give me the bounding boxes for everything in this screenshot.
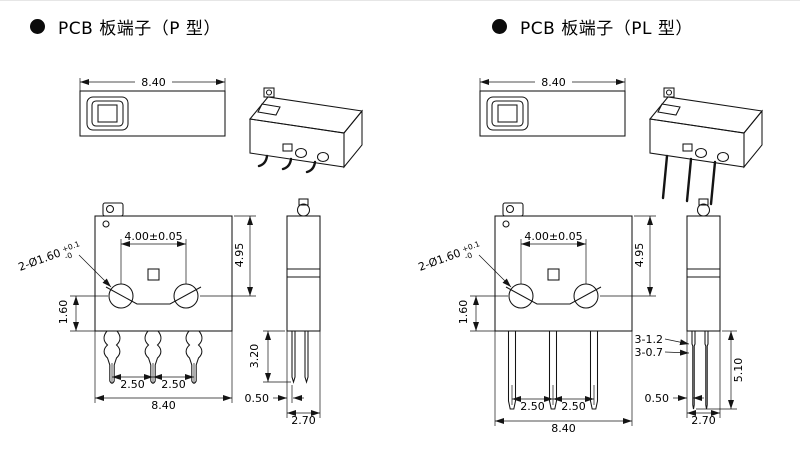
- dim-pitch-a: 2.50: [520, 400, 545, 413]
- pl-iso-pin: [661, 154, 669, 200]
- pl-isometric-view: [649, 87, 763, 206]
- section-header-p: PCB 板端子（P 型）: [30, 14, 221, 39]
- pl-top-outline: [479, 90, 626, 137]
- p-side-pin: [291, 330, 296, 384]
- dim-pitch-b: 2.50: [561, 400, 586, 413]
- dim-overall-width: 8.40: [151, 399, 176, 412]
- section-bullet-icon: [30, 19, 45, 34]
- p-side-body: [286, 215, 321, 332]
- pl-mount-hole-right: [573, 283, 599, 309]
- pl-iso-pin: [685, 157, 693, 203]
- section-title-p: PCB 板端子（P 型）: [58, 19, 221, 39]
- technical-drawing-canvas: 8.40: [17, 76, 763, 435]
- p-top-view: 8.40: [79, 76, 226, 137]
- dim-pitch-a: 2.50: [120, 378, 145, 391]
- dim-pin-thickness: 3-0.7: [635, 346, 663, 359]
- pl-side-view: 3-1.2 3-0.7 5.10 0.50 2.70: [635, 198, 745, 427]
- pl-iso-pin: [709, 160, 717, 206]
- pl-front-button: [502, 202, 524, 217]
- p-type-drawing: 8.40: [17, 76, 363, 427]
- dim-top-width: 8.40: [141, 76, 166, 89]
- pl-mount-hole-left: [508, 283, 534, 309]
- p-mount-hole-right: [173, 283, 199, 309]
- hole-callout-text: 2-Ø1.60: [417, 247, 463, 274]
- section-title-pl: PCB 板端子（PL 型）: [520, 19, 693, 39]
- hole-callout-text: 2-Ø1.60: [17, 247, 63, 274]
- p-side-pin: [304, 330, 309, 384]
- section-header-pl: PCB 板端子（PL 型）: [492, 14, 693, 39]
- dim-pin-width: 3-1.2: [635, 333, 663, 346]
- p-front-body: [94, 215, 233, 332]
- p-iso-button: [263, 87, 275, 98]
- pl-top-view: 8.40: [479, 76, 626, 137]
- pl-front-view: 4.00±0.05 4.95 1.60 2-Ø1.60 +0.1 -0: [417, 202, 656, 435]
- dim-top-width: 8.40: [541, 76, 566, 89]
- dim-overall-width: 8.40: [551, 422, 576, 435]
- pl-front-body: [494, 215, 633, 332]
- dim-hole-pitch: 4.00±0.05: [524, 230, 582, 243]
- pl-type-drawing: 8.40: [417, 76, 763, 435]
- p-side-view: 3.20 0.50 2.70: [245, 198, 321, 427]
- p-top-outline: [79, 90, 226, 137]
- hole-callout-tol-dn: -0: [463, 250, 473, 261]
- dim-pin-length: 5.10: [732, 358, 745, 383]
- dim-depth: 2.70: [291, 414, 316, 427]
- dim-hole-to-bottom: 1.60: [457, 300, 470, 325]
- dim-body-height: 4.95: [233, 243, 246, 268]
- dim-pin-length: 3.20: [248, 344, 261, 369]
- hole-callout-tol-dn: -0: [63, 250, 73, 261]
- hole-callout: 2-Ø1.60 +0.1 -0: [17, 239, 82, 274]
- dim-body-height: 4.95: [633, 243, 646, 268]
- hole-callout: 2-Ø1.60 +0.1 -0: [417, 239, 482, 274]
- dim-pitch-b: 2.50: [161, 378, 186, 391]
- dim-depth: 2.70: [691, 414, 716, 427]
- dim-pin-offset: 0.50: [245, 392, 270, 405]
- section-bullet-icon: [492, 19, 507, 34]
- pl-side-button: [696, 203, 711, 217]
- p-iso-pin: [281, 157, 293, 171]
- pl-side-body: [686, 215, 721, 332]
- pl-side-pin: [704, 330, 709, 410]
- pl-iso-button: [663, 87, 675, 98]
- pl-side-pin: [691, 330, 696, 410]
- p-iso-pin: [257, 154, 269, 168]
- p-side-button: [296, 203, 311, 217]
- dim-pin-offset: 0.50: [645, 392, 670, 405]
- p-mount-hole-left: [108, 283, 134, 309]
- p-iso-pin: [305, 160, 317, 174]
- dim-hole-pitch: 4.00±0.05: [124, 230, 182, 243]
- p-front-view: 4.00±0.05 4.95 1.60 2-Ø1.60 +0.1 -0: [17, 202, 256, 412]
- p-isometric-view: [249, 87, 363, 174]
- p-front-button: [102, 202, 124, 217]
- dim-hole-to-bottom: 1.60: [57, 300, 70, 325]
